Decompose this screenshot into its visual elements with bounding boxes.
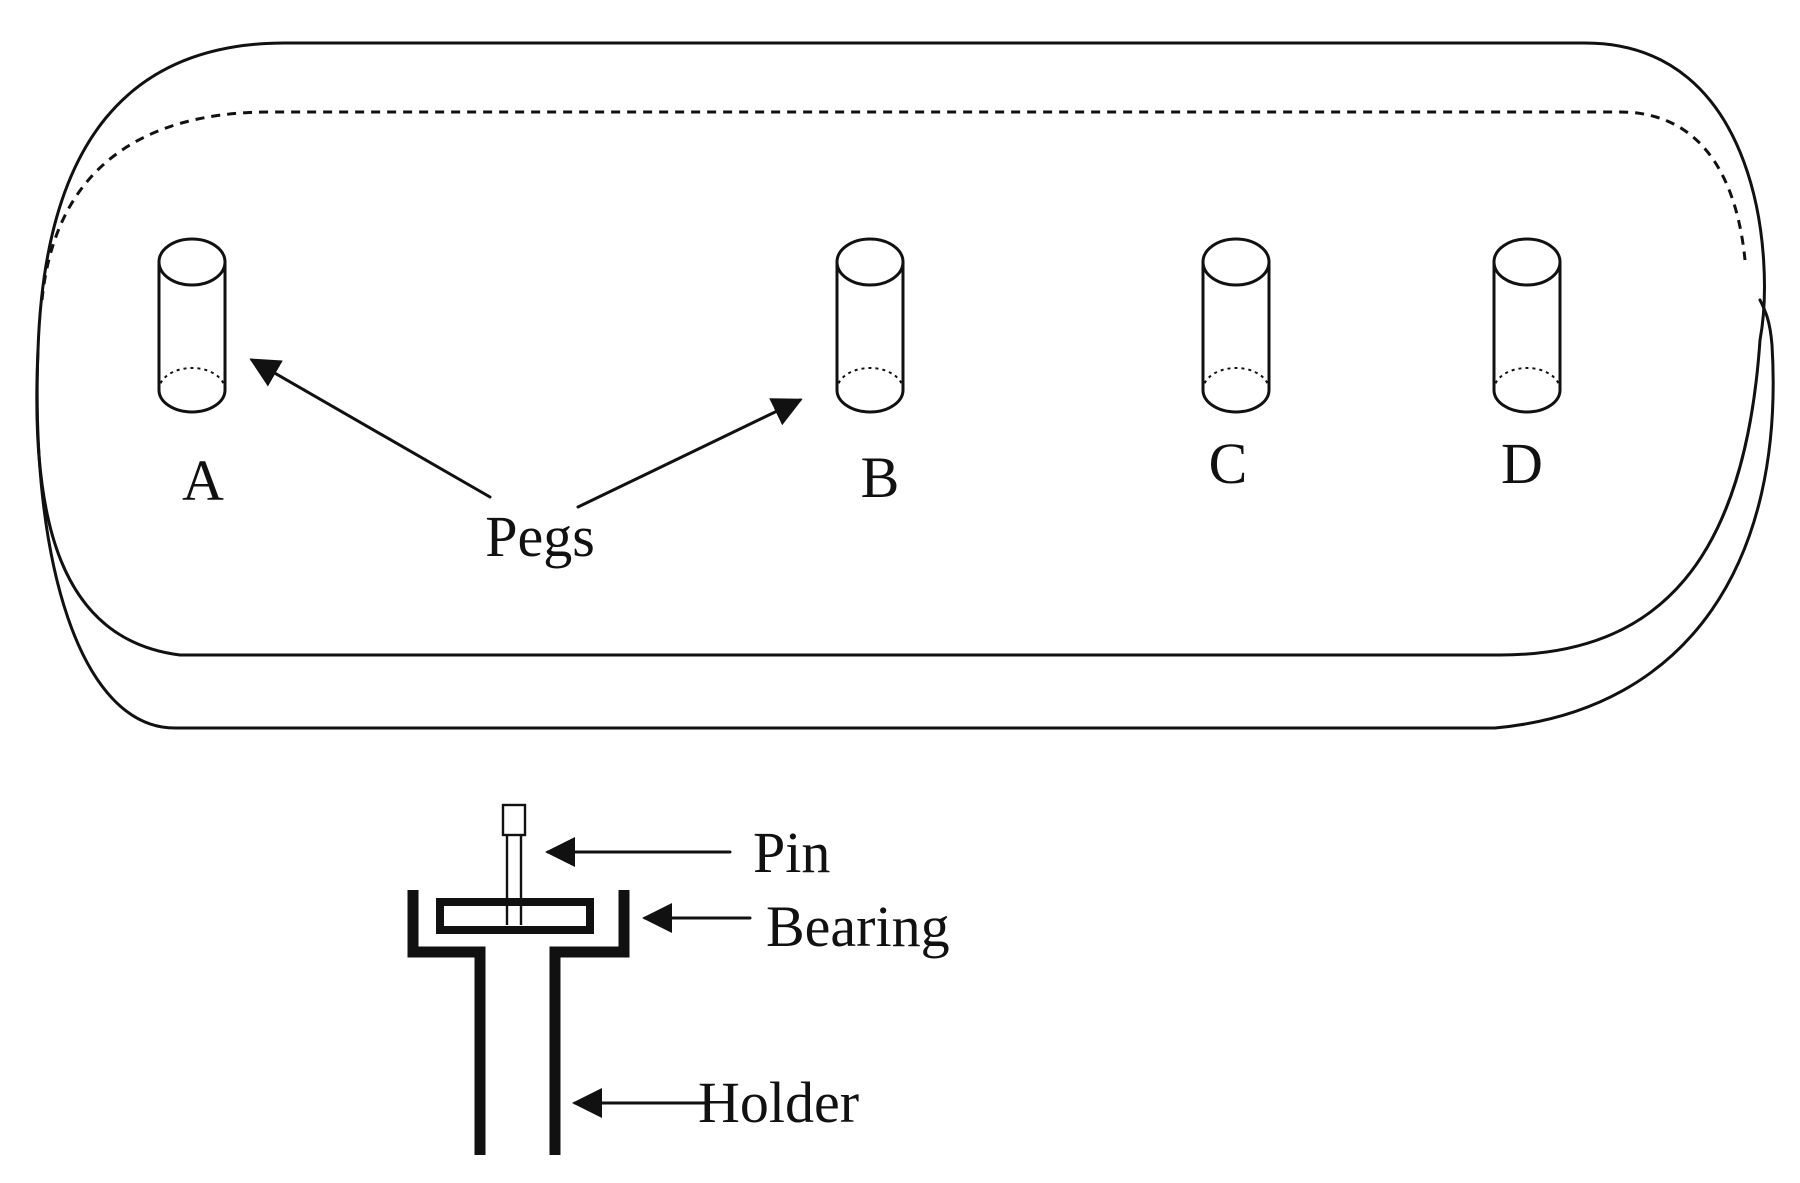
peg-label-a: A [182, 448, 224, 513]
peg-b [835, 237, 905, 414]
peg-a [157, 237, 227, 414]
peg-label-b: B [861, 445, 900, 510]
bearing-label: Bearing [766, 894, 950, 959]
bearing-cup [407, 890, 486, 1155]
rotating-board [35, 41, 1775, 730]
bearing-disc [436, 898, 594, 934]
peg-label-c: C [1209, 431, 1248, 496]
pin-bearing-holder-assembly [407, 803, 630, 1155]
peg-d [1492, 237, 1562, 414]
peg-label-d: D [1501, 431, 1543, 496]
pegs-label: Pegs [485, 504, 595, 569]
board-top-surface [35, 41, 1766, 657]
pegs-arrow-to-a [249, 358, 492, 499]
board-bottom-edge [35, 298, 1775, 730]
board-far-edge [40, 110, 1747, 301]
pin-label: Pin [753, 820, 830, 885]
pegs-arrow-to-b [576, 398, 803, 509]
pin-head [501, 803, 527, 837]
bearing-cup-right [549, 890, 630, 1155]
holder-label: Holder [698, 1070, 859, 1135]
peg-c [1201, 237, 1271, 414]
